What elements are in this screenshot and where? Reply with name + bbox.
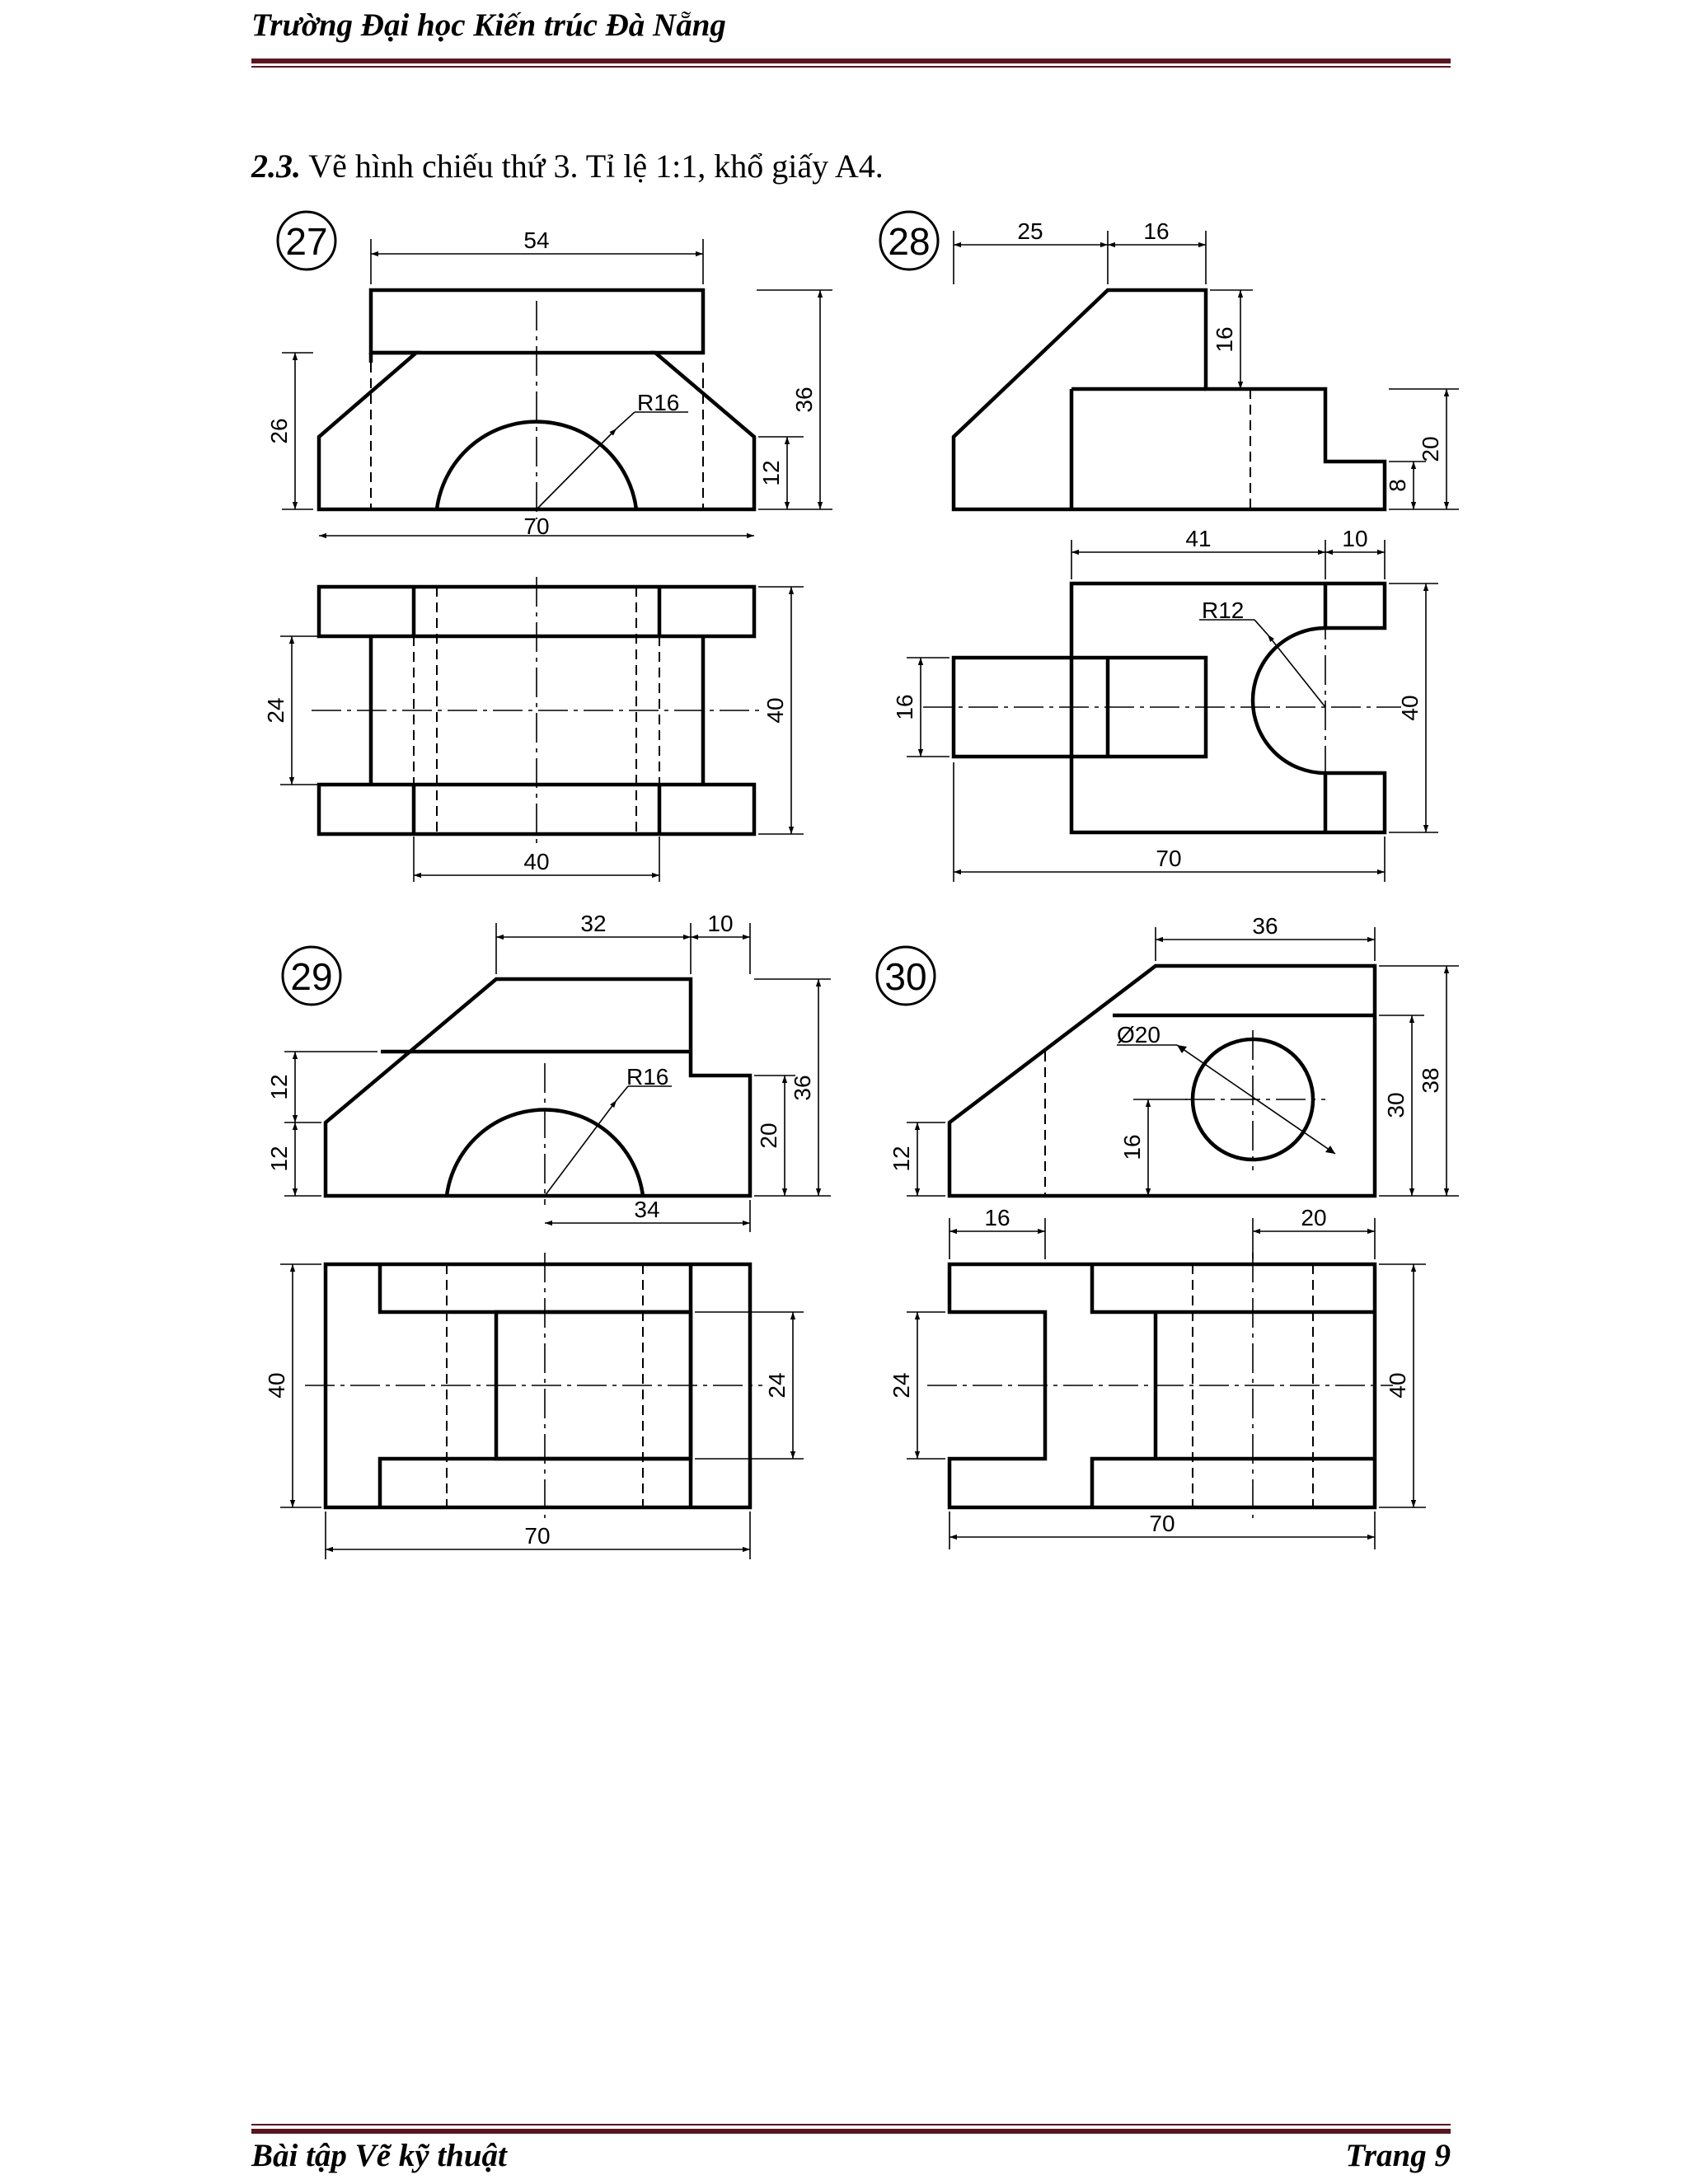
- f30-d70: 70: [1149, 1511, 1175, 1536]
- f28-d41: 41: [1185, 526, 1211, 551]
- figure-29-number-circle: [281, 945, 342, 1006]
- f29-d12b: 12: [266, 1146, 292, 1171]
- f28-d10: 10: [1342, 526, 1367, 551]
- f29-d10: 10: [707, 911, 733, 936]
- f29-d34: 34: [634, 1197, 659, 1222]
- header-rule-thin: [251, 66, 1451, 68]
- f28-d16p: 16: [892, 694, 917, 719]
- page-header-title: Trường Đại học Kiến trúc Đà Nẵng: [251, 7, 726, 43]
- f28-r12: R12: [1202, 598, 1244, 623]
- figure-29-number: 29: [290, 955, 332, 998]
- figure-30-number: 30: [884, 955, 926, 998]
- figure-29-front-view: R16 32 10 12 12 20 36 34: [266, 911, 831, 1232]
- f29-d32: 32: [580, 911, 606, 936]
- f29-d36: 36: [790, 1075, 815, 1100]
- f29-d40: 40: [264, 1372, 289, 1398]
- exercise-instruction: 2.3. Vẽ hình chiếu thứ 3. Tỉ lệ 1:1, khổ…: [251, 147, 884, 185]
- f27-d40h: 40: [523, 849, 549, 874]
- f28-d20: 20: [1418, 436, 1443, 462]
- f30-phi20: Ø20: [1117, 1022, 1160, 1047]
- figure-29-top-view: 40 24 70: [264, 1253, 804, 1559]
- figure-27-top-view: 24 40 40: [263, 577, 804, 882]
- f30-d30: 30: [1383, 1092, 1409, 1118]
- f30-d40: 40: [1385, 1372, 1410, 1398]
- figure-28-top-view: R12 41 10 16 40 70: [892, 526, 1438, 882]
- figure-28-front-view: 25 16 16 20 8: [951, 218, 1459, 512]
- footer-rule-thin: [251, 2124, 1451, 2125]
- f29-d24: 24: [764, 1372, 790, 1398]
- f30-d20: 20: [1301, 1205, 1326, 1230]
- f30-d16h: 16: [984, 1205, 1010, 1230]
- figure-28: 28 25 16 16 20 8: [879, 210, 1459, 882]
- figure-28-number: 28: [888, 220, 930, 263]
- f30-d38: 38: [1418, 1067, 1443, 1093]
- f27-r16: R16: [637, 390, 679, 415]
- figure-27-number: 27: [285, 220, 327, 263]
- f29-d70: 70: [524, 1523, 550, 1549]
- f29-d20: 20: [756, 1122, 781, 1148]
- f27-d26: 26: [266, 418, 292, 443]
- header-rule: [251, 59, 1451, 63]
- f27-d40v: 40: [762, 697, 788, 723]
- footer-course-title: Bài tập Vẽ kỹ thuật: [251, 2138, 507, 2173]
- f30-d16v: 16: [1119, 1134, 1145, 1160]
- figure-27-front-view: R16 54 36 26 12 70: [266, 227, 832, 539]
- figure-30: 30 Ø20 36 12 16 30: [875, 913, 1459, 1549]
- f28-d16v: 16: [1212, 326, 1237, 352]
- figure-27: 27 R16 54 36 26 12: [263, 210, 832, 882]
- figure-30-number-circle: [875, 945, 936, 1006]
- footer-page-number: Trang 9: [1345, 2138, 1451, 2173]
- figure-30-top-view: 16 20 24 40 70: [889, 1205, 1426, 1549]
- f27-d12: 12: [758, 460, 784, 485]
- section-number: 2.3.: [251, 148, 301, 185]
- f28-d25: 25: [1017, 218, 1043, 244]
- f28-d40: 40: [1397, 695, 1423, 720]
- figure-28-number-circle: [879, 210, 940, 271]
- f30-d24: 24: [889, 1372, 914, 1398]
- figure-30-front-view: Ø20 36 12 16 30 38: [889, 913, 1459, 1198]
- section-text: Vẽ hình chiếu thứ 3. Tỉ lệ 1:1, khổ giấy…: [308, 148, 884, 185]
- f27-d36: 36: [791, 387, 817, 412]
- f30-d36: 36: [1252, 913, 1278, 939]
- f27-d24: 24: [263, 697, 288, 723]
- f28-d70: 70: [1156, 846, 1181, 871]
- f28-d16t: 16: [1143, 218, 1169, 244]
- figure-27-number-circle: [276, 210, 337, 271]
- f27-d70: 70: [523, 513, 549, 539]
- f30-d12: 12: [889, 1146, 914, 1171]
- figure-29: 29 R16 32 10 12 12 20 36: [264, 911, 831, 1559]
- footer-rule: [251, 2129, 1451, 2134]
- f29-r16: R16: [626, 1064, 668, 1090]
- f29-d12a: 12: [266, 1074, 292, 1099]
- f27-d54: 54: [523, 227, 549, 253]
- f28-d8: 8: [1385, 479, 1410, 492]
